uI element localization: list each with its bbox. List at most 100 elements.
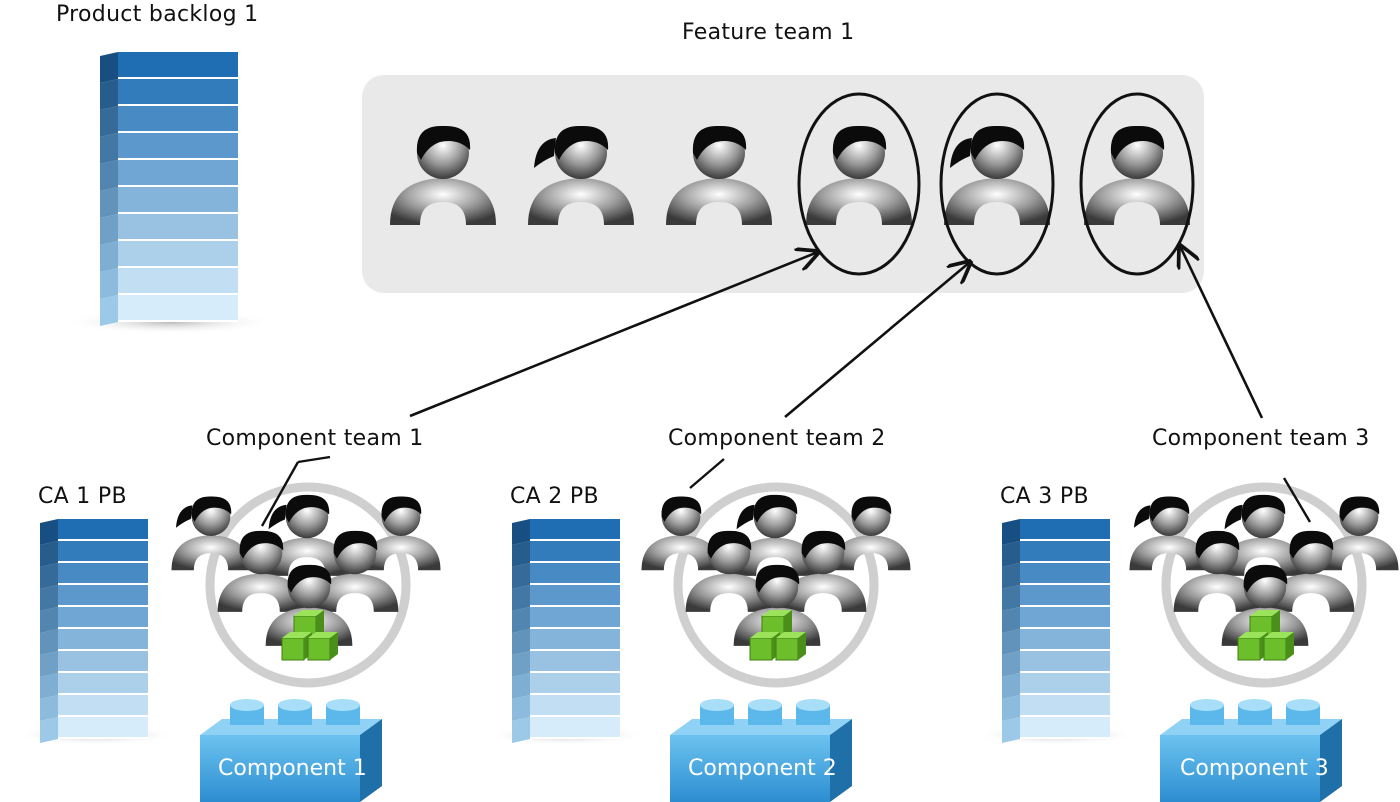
- ca2-backlog-seam-3: [530, 583, 620, 585]
- team1-pointer: [260, 461, 300, 527]
- ca3-backlog-seam-7: [1020, 671, 1110, 673]
- product-backlog-seam-4: [118, 158, 238, 160]
- ca3-backlog-seam-8: [1020, 693, 1110, 695]
- ca3-backlog-side-5: [1002, 607, 1020, 633]
- product-backlog-seam-1: [118, 77, 238, 79]
- product-backlog-side-5: [100, 160, 118, 191]
- ca3-backlog-side-8: [1002, 673, 1020, 699]
- ca1-backlog-seam-4: [58, 605, 148, 607]
- brick1-side: [360, 719, 382, 802]
- ca3-backlog-seam-9: [1020, 715, 1110, 717]
- brick3-side: [1320, 719, 1342, 802]
- ca3-backlog-side-7: [1002, 651, 1020, 677]
- ca2-backlog-layer-6: [530, 629, 620, 649]
- ca1-backlog-seam-2: [58, 561, 148, 563]
- ca1-backlog-side-6: [40, 629, 58, 655]
- brick2-stud-top-3: [796, 699, 830, 711]
- ca3-backlog-side-4: [1002, 585, 1020, 611]
- ca3-backlog-side-10: [1002, 717, 1020, 743]
- ca3-backlog-label: CA 3 PB: [1000, 484, 1089, 509]
- team3-cubes: [1237, 610, 1294, 661]
- team2-cube-top-2: [750, 632, 780, 638]
- ca2-backlog-layer-4: [530, 585, 620, 605]
- product-backlog-layer-7: [118, 214, 238, 239]
- ca1-backlog-side-8: [40, 673, 58, 699]
- product-backlog-layer-10: [118, 295, 238, 320]
- brick1-stud-top-3: [326, 699, 360, 711]
- team3-cube-top-1: [1250, 610, 1280, 616]
- ca2-backlog-layer-3: [530, 563, 620, 583]
- team1-cube-front-3: [307, 637, 331, 661]
- product-backlog-stack: [65, 52, 275, 334]
- brick2-front: [670, 735, 830, 802]
- ca2-backlog-seam-6: [530, 649, 620, 651]
- team3-cube-front-3: [1263, 637, 1287, 661]
- product-backlog-seam-7: [118, 239, 238, 241]
- arrow-team1-to-feature: [409, 252, 818, 418]
- ca3-backlog-layer-1: [1020, 519, 1110, 539]
- product-backlog-side-3: [100, 106, 118, 137]
- team1-pointer-top: [297, 455, 331, 464]
- ca2-backlog-side-1: [512, 519, 530, 545]
- ca1-backlog-side-7: [40, 651, 58, 677]
- arrow-team2-to-feature: [784, 262, 970, 418]
- team3-cube-side-1: [1272, 610, 1280, 638]
- ca1-backlog-side-2: [40, 541, 58, 567]
- ca1-backlog-layer-4: [58, 585, 148, 605]
- ca2-backlog-layer-10: [530, 717, 620, 737]
- component-brick-1: [200, 699, 382, 802]
- product-backlog-side-1: [100, 52, 118, 83]
- team1-cube-side-3: [330, 632, 338, 660]
- ca1-backlog-layer-6: [58, 629, 148, 649]
- team3-circle: [1161, 482, 1367, 688]
- team2-cubes: [749, 610, 806, 661]
- ca1-backlog-side-10: [40, 717, 58, 743]
- team2-cube-side-3: [798, 632, 806, 660]
- team2-cube-side-1: [784, 610, 792, 638]
- ca1-backlog-side-9: [40, 695, 58, 721]
- ca2-backlog-seam-7: [530, 671, 620, 673]
- feature-team-label: Feature team 1: [682, 20, 855, 45]
- ca1-backlog-side-3: [40, 563, 58, 589]
- team1-cube-top-2: [282, 632, 312, 638]
- product-backlog-side-4: [100, 133, 118, 164]
- product-backlog-layer-4: [118, 133, 238, 158]
- team2-cube-front-3: [775, 637, 799, 661]
- ca1-backlog-seam-7: [58, 671, 148, 673]
- ca1-backlog-side-1: [40, 519, 58, 545]
- highlight-ring-member-5: [939, 92, 1055, 276]
- highlight-ring-member-6: [1079, 92, 1195, 276]
- ca3-backlog-seam-3: [1020, 583, 1110, 585]
- product-backlog-side-8: [100, 241, 118, 272]
- team3-cube-side-3: [1286, 632, 1294, 660]
- team1-cube-side-1: [316, 610, 324, 638]
- product-backlog-seam-5: [118, 185, 238, 187]
- product-backlog-layer-5: [118, 160, 238, 185]
- ca1-backlog-layer-8: [58, 673, 148, 693]
- team2-cube-top-3: [776, 632, 806, 638]
- product-backlog-seam-3: [118, 131, 238, 133]
- highlight-ring-member-4: [797, 92, 921, 276]
- ca2-backlog-side-2: [512, 541, 530, 567]
- team1-cube-front-2: [281, 637, 305, 661]
- ca3-backlog-side-1: [1002, 519, 1020, 545]
- ca2-backlog-side-3: [512, 563, 530, 589]
- ca2-backlog-side-6: [512, 629, 530, 655]
- ca2-backlog-seam-2: [530, 561, 620, 563]
- component-team-2-label: Component team 2: [668, 426, 886, 451]
- ca2-backlog-layers: [512, 519, 620, 743]
- ca2-backlog-layer-9: [530, 695, 620, 715]
- ca3-backlog-seam-2: [1020, 561, 1110, 563]
- ca1-backlog-seam-6: [58, 649, 148, 651]
- team3-cube-top-3: [1264, 632, 1294, 638]
- team2-circle: [673, 482, 879, 688]
- team3-pointer: [1282, 477, 1312, 523]
- ca3-backlog-side-9: [1002, 695, 1020, 721]
- product-backlog-seam-9: [118, 293, 238, 295]
- component-team-3-label: Component team 3: [1152, 426, 1370, 451]
- ca3-backlog-layers: [1002, 519, 1110, 743]
- product-backlog-side-7: [100, 214, 118, 245]
- team2-pointer: [689, 458, 725, 489]
- component-team-1-label: Component team 1: [206, 426, 424, 451]
- product-backlog-seam-6: [118, 212, 238, 214]
